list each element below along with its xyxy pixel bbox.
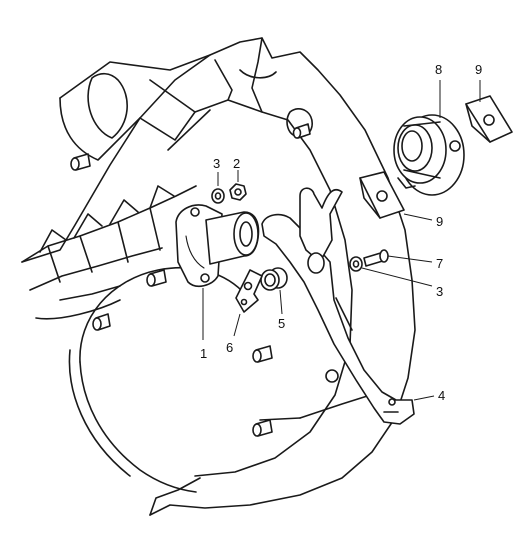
callout-labels: 1 2 3 3 4 5 6 7 8 9 9 bbox=[200, 62, 482, 403]
housing-studs bbox=[70, 123, 339, 437]
guide-sleeve-highlighted bbox=[175, 204, 260, 288]
callout-9-lower: 9 bbox=[436, 214, 443, 229]
callout-5: 5 bbox=[278, 316, 285, 331]
hex-nut bbox=[229, 183, 247, 201]
release-bearing bbox=[393, 114, 465, 196]
retaining-clip-upper bbox=[465, 95, 513, 143]
callout-7: 7 bbox=[436, 256, 443, 271]
pivot-bracket bbox=[235, 269, 263, 313]
release-fork bbox=[261, 187, 415, 425]
callout-1: 1 bbox=[200, 346, 207, 361]
callout-4: 4 bbox=[438, 388, 445, 403]
pivot-bush bbox=[260, 267, 288, 291]
leader-lines bbox=[202, 80, 481, 401]
washer-upper bbox=[211, 188, 225, 204]
callout-3-upper: 3 bbox=[213, 156, 220, 171]
callout-9-upper: 9 bbox=[475, 62, 482, 77]
callout-2: 2 bbox=[233, 156, 240, 171]
fork-washer bbox=[349, 256, 363, 272]
callout-6: 6 bbox=[226, 340, 233, 355]
callout-8: 8 bbox=[435, 62, 442, 77]
fork-bolt bbox=[363, 249, 389, 267]
bell-housing bbox=[21, 37, 416, 516]
retaining-clip-lower bbox=[359, 171, 405, 219]
callout-3-lower: 3 bbox=[436, 284, 443, 299]
